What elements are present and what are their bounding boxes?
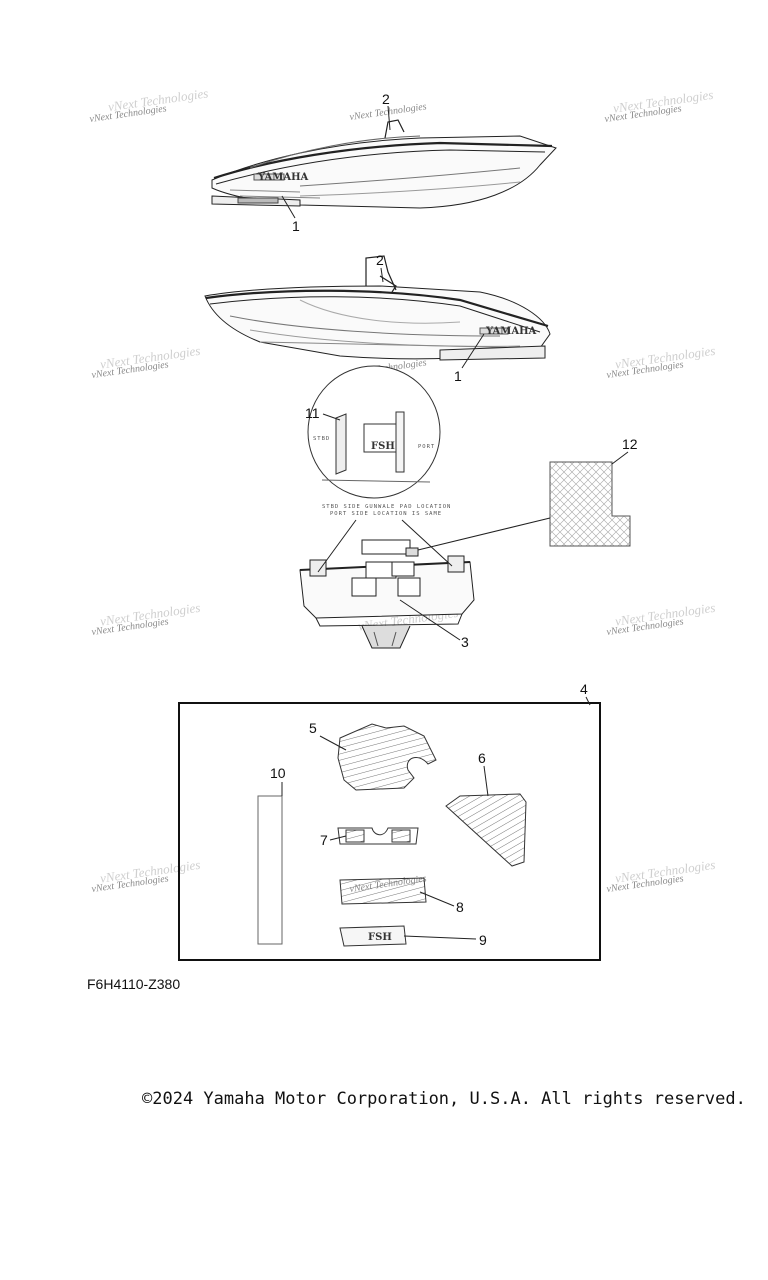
copyright-notice: ©2024 Yamaha Motor Corporation, U.S.A. A… — [142, 1089, 746, 1109]
callout-2-top: 2 — [382, 91, 390, 107]
strip-10 — [257, 795, 283, 945]
leader-line — [317, 519, 357, 573]
leader-line — [461, 333, 485, 369]
leader-line — [322, 413, 341, 421]
callout-12: 12 — [622, 436, 638, 452]
mat-6 — [445, 793, 527, 867]
figure-code: F6H4110-Z380 — [87, 976, 181, 992]
callout-3: 3 — [461, 634, 469, 650]
leader-line — [319, 735, 347, 751]
callout-6: 6 — [478, 750, 486, 766]
leader-line — [401, 519, 453, 567]
callout-5: 5 — [309, 720, 317, 736]
callout-9: 9 — [479, 932, 487, 948]
leader-line — [399, 599, 461, 641]
gunwale-note-line2: PORT SIDE LOCATION IS SAME — [330, 511, 442, 517]
callout-11: 11 — [305, 405, 320, 421]
callout-4: 4 — [580, 681, 588, 697]
pad-label-detail: FSH — [371, 441, 395, 452]
fsh-pad-9 — [339, 925, 407, 947]
leader-line — [281, 195, 296, 219]
kit-box-4 — [178, 702, 601, 961]
leader-line — [419, 891, 455, 907]
leader-line — [483, 765, 489, 797]
hull-badge: YAMAHA — [485, 326, 537, 337]
pad-label-9: FSH — [368, 932, 392, 943]
mat-8 — [339, 877, 427, 905]
callout-1-top: 1 — [292, 218, 300, 234]
pad-12 — [549, 461, 631, 547]
callout-10: 10 — [270, 765, 286, 781]
leader-line — [611, 451, 629, 465]
gunwale-note-line1: STBD SIDE GUNWALE PAD LOCATION — [322, 504, 451, 510]
leader-line — [380, 267, 384, 283]
boat-side-view-middle — [204, 255, 551, 361]
detail-circle-11 — [307, 365, 441, 499]
hull-badge: YAMAHA — [257, 172, 309, 183]
leader-line — [329, 835, 347, 841]
leader-line — [403, 935, 477, 940]
callout-1-mid: 1 — [454, 368, 462, 384]
callout-7: 7 — [320, 832, 328, 848]
port-mark: PORT — [418, 444, 435, 450]
boat-rear-view — [299, 539, 475, 649]
mat-7 — [337, 827, 419, 845]
starboard-mark: STBD — [313, 436, 330, 442]
leader-line — [387, 105, 391, 131]
mat-5 — [337, 723, 437, 791]
callout-2-mid: 2 — [376, 252, 384, 268]
boat-side-view-top — [211, 119, 557, 209]
leader-line — [585, 696, 591, 706]
leader-line — [417, 517, 551, 551]
callout-8: 8 — [456, 899, 464, 915]
